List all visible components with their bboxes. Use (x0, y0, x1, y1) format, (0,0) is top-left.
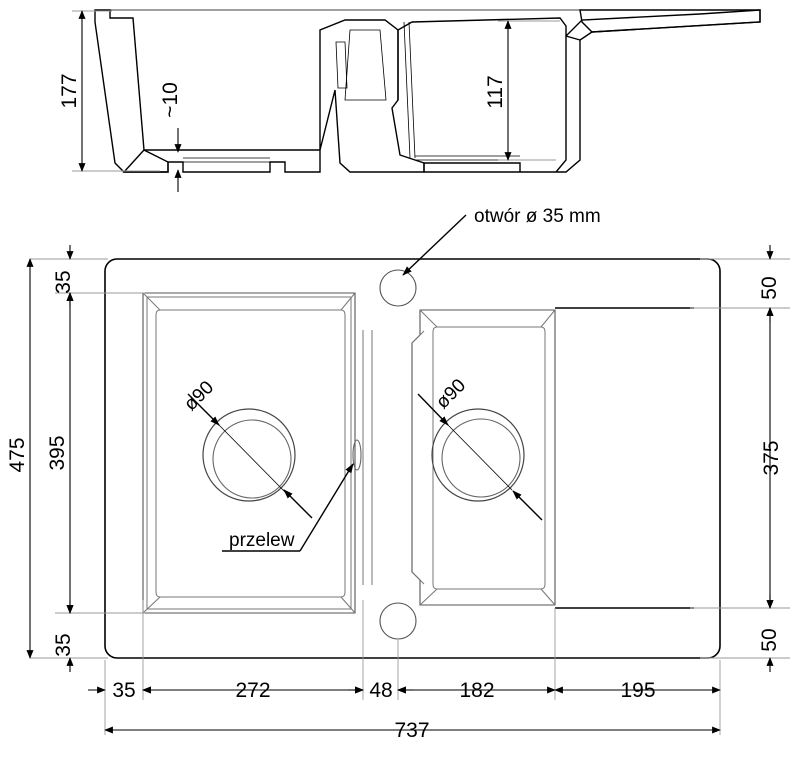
dim-b-737-label: 737 (394, 719, 429, 742)
section-left-bowl-wall (94, 9, 169, 173)
right-waste-inner-circle (441, 418, 521, 498)
plan-view: ø90 ø90 (104, 206, 721, 659)
section-right-rim-hatched (579, 9, 761, 33)
bottom-dimension-chain: 35 272 48 182 195 737 (88, 600, 721, 742)
right-bowl-corner-tr (540, 309, 556, 328)
left-bowl-corner-tl (142, 292, 161, 311)
tap-hole-top[interactable] (379, 269, 417, 307)
dim-375-label: 375 (760, 440, 783, 475)
left-waste-outer-circle (202, 408, 296, 502)
tap-hole-leader (402, 214, 467, 276)
left-waste-inner-circle (212, 419, 292, 499)
tap-hole-bottom[interactable] (379, 602, 417, 640)
right-waste-leader-bottom (512, 490, 543, 521)
dim-395-label: 395 (46, 435, 69, 470)
left-waste-diameter-line (217, 423, 286, 493)
left-dimension-stack: 35 395 35 475 (6, 245, 145, 672)
sink-outline (104, 258, 721, 659)
right-waste-label: ø90 (432, 375, 470, 413)
left-waste-label: ø90 (180, 377, 218, 415)
right-bowl-corner-tl (419, 309, 438, 328)
right-bowl-inner (432, 326, 546, 590)
right-bowl-corner-bl (419, 588, 438, 606)
section-divider-wall (319, 19, 425, 173)
dim-117-label: 117 (484, 75, 507, 108)
right-bowl: ø90 (411, 309, 556, 606)
overflow-slot (352, 439, 362, 471)
right-bowl-notch-bottom (411, 571, 425, 585)
dim-35-bot-label: 35 (52, 633, 75, 656)
right-bowl-corner-br (540, 588, 556, 606)
dim-b-272-label: 272 (235, 679, 270, 702)
right-dimension-stack: 50 375 50 (690, 245, 790, 672)
dim-10-label: ~10 (159, 82, 182, 118)
left-waste-leader-top (187, 393, 220, 426)
bowl-divider (352, 330, 373, 585)
dim-177-label: 177 (58, 73, 81, 108)
left-waste-leader-bottom (283, 489, 313, 519)
tap-hole-note-label: otwór ø 35 mm (474, 206, 601, 227)
left-bowl-corner-tr (340, 292, 356, 311)
cross-section-view: 177 ~10 117 (58, 9, 761, 192)
dim-35-top-label: 35 (52, 270, 75, 293)
dim-b-48-label: 48 (369, 679, 392, 702)
left-bowl: ø90 (142, 292, 356, 614)
left-bowl-corner-br (340, 596, 356, 614)
dim-b-195-label: 195 (620, 679, 655, 702)
section-divider-core (344, 29, 387, 101)
left-bowl-inner (155, 309, 346, 598)
section-divider-notch (335, 41, 348, 89)
right-waste-outer-circle (431, 408, 525, 502)
drainer-area (555, 307, 694, 609)
section-inner-line-a (403, 21, 411, 159)
right-bowl-notch-top (411, 330, 425, 344)
section-right-bowl-wall (423, 9, 761, 173)
left-bowl-outer (142, 292, 356, 614)
dim-b-182-label: 182 (459, 679, 494, 702)
overflow-note-label: przelew (229, 530, 295, 551)
dim-50-bot-label: 50 (758, 628, 781, 651)
right-waste-diameter-line (446, 423, 513, 491)
right-waste-leader-top (417, 393, 449, 426)
section-inner-line-b (408, 21, 416, 159)
dim-b-35-label: 35 (112, 679, 135, 702)
overflow-leader-2 (299, 463, 354, 552)
section-left-bowl-floor (122, 149, 321, 173)
left-bowl-corner-bl (142, 596, 161, 614)
section-left-inner-wall (132, 17, 145, 151)
section-right-floor (397, 17, 581, 100)
dim-50-top-label: 50 (758, 276, 781, 299)
dim-475-label: 475 (6, 437, 29, 472)
